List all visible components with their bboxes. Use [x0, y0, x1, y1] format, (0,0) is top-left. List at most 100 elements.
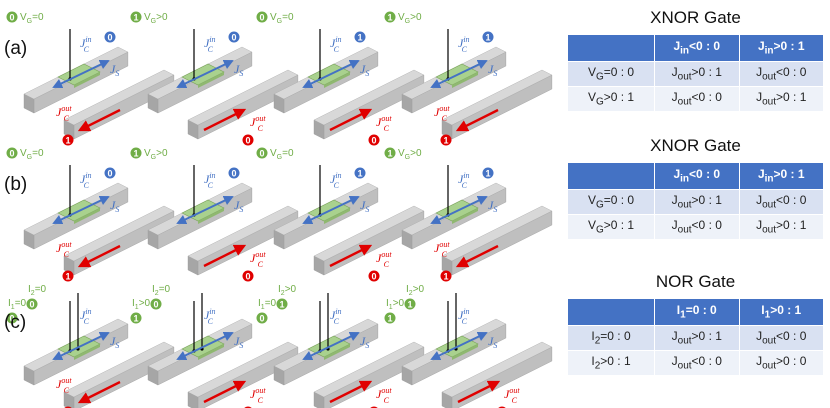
spin-current-arrow [176, 331, 234, 361]
jout-badge: 1 [62, 270, 74, 282]
js-symbol: JS [234, 334, 243, 350]
gate-label: VG>0 [144, 12, 168, 25]
badge-digit: 0 [107, 168, 112, 178]
table-cell: VG>0 : 1 [566, 214, 656, 240]
js-symbol: JS [488, 62, 497, 78]
badge-digit: 0 [371, 135, 376, 145]
jout-badge: 1 [440, 134, 452, 146]
jin-badge: 0 [104, 31, 116, 43]
gate-badge: 1 [384, 11, 396, 23]
output-current-arrow [77, 380, 121, 404]
gate-badge: 0 [26, 298, 38, 310]
row-label-b: (b) [4, 174, 28, 195]
gate-badge: 0 [256, 312, 268, 324]
output-current-arrow [329, 108, 373, 132]
jin-badge: 1 [482, 31, 494, 43]
gate-badge: 0 [6, 147, 18, 159]
spin-current-arrow [52, 59, 110, 89]
output-current-arrow [329, 244, 373, 268]
output-current-arrow [329, 380, 373, 404]
badge-digit: 1 [387, 313, 392, 323]
spin-current-arrow [52, 331, 110, 361]
jout-badge: 0 [368, 134, 380, 146]
js-symbol: JS [360, 62, 369, 78]
jout-badge: 0 [242, 134, 254, 146]
table-header-cell: I1>0 : 1 [738, 298, 825, 326]
badge-digit: 0 [259, 148, 264, 158]
table-cell: VG=0 : 0 [566, 61, 656, 87]
gate-label: VG=0 [20, 148, 44, 161]
table-cell: Jout<0 : 0 [738, 325, 825, 351]
truth-table-title: XNOR Gate [650, 136, 741, 155]
gate-label: I2=0 [152, 284, 171, 297]
table-cell: I2>0 : 1 [566, 350, 656, 376]
output-current-arrow [203, 108, 247, 132]
gate-label: I1>0 [386, 298, 405, 311]
badge-digit: 1 [443, 135, 448, 145]
jout-badge: 1 [62, 134, 74, 146]
spin-current-arrow [302, 195, 360, 225]
table-cell: Jout<0 : 0 [738, 189, 825, 215]
badge-digit: 0 [231, 32, 236, 42]
badge-digit: 1 [357, 168, 362, 178]
badge-digit: 1 [443, 271, 448, 281]
output-bar [187, 69, 299, 140]
output-current-arrow [455, 108, 499, 132]
gate-label: VG>0 [144, 148, 168, 161]
table-cell: Jout<0 : 0 [654, 350, 740, 376]
gate-badge: 1 [276, 298, 288, 310]
gate-badge: 1 [130, 11, 142, 23]
js-symbol: JS [488, 334, 497, 350]
output-bar [313, 69, 425, 140]
table-cell: Jout>0 : 1 [654, 189, 740, 215]
badge-digit: 0 [259, 313, 264, 323]
spin-current-arrow [302, 331, 360, 361]
output-bar [63, 69, 175, 140]
jin-badge: 0 [228, 31, 240, 43]
badge-digit: 0 [29, 299, 34, 309]
table-cell: Jout>0 : 0 [738, 350, 825, 376]
badge-digit: 0 [231, 168, 236, 178]
badge-digit: 0 [153, 299, 158, 309]
table-cell: Jout>0 : 1 [654, 61, 740, 87]
spin-current-arrow [430, 331, 488, 361]
truth-table-title: XNOR Gate [650, 8, 741, 27]
badge-digit: 0 [371, 271, 376, 281]
spin-current-arrow [52, 195, 110, 225]
badge-digit: 0 [245, 135, 250, 145]
table-cell: VG=0 : 0 [566, 189, 656, 215]
gate-label: I2>0 [406, 284, 425, 297]
jout-badge: 0 [368, 270, 380, 282]
gate-label: VG=0 [270, 148, 294, 161]
output-current-arrow [455, 244, 499, 268]
spin-current-arrow [176, 59, 234, 89]
gate-badge: 1 [384, 147, 396, 159]
js-symbol: JS [488, 198, 497, 214]
spin-current-arrow [430, 195, 488, 225]
badge-digit: 1 [387, 12, 392, 22]
table-header-cell: Jin<0 : 0 [654, 162, 740, 190]
